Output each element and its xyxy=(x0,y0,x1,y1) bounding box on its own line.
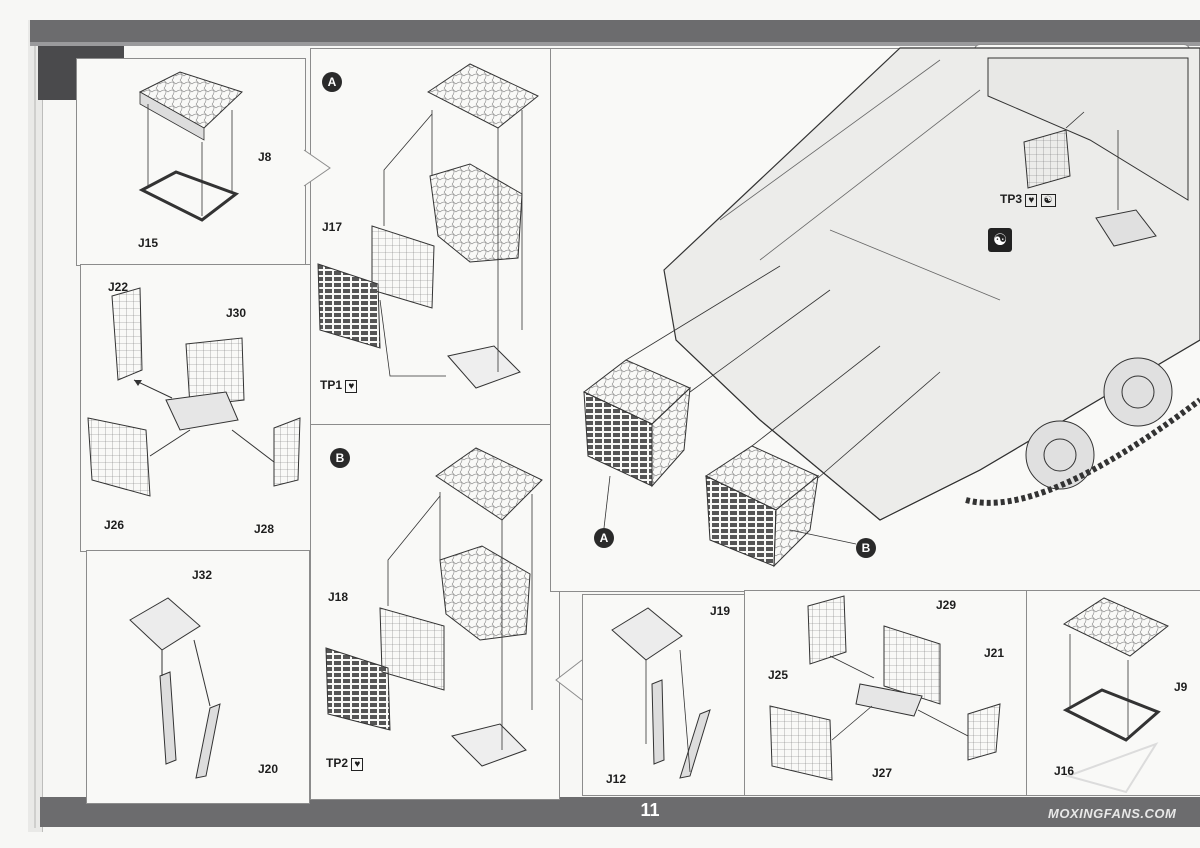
label-j8: J8 xyxy=(258,150,272,164)
label-j27: J27 xyxy=(872,766,893,780)
callout-a-main: A xyxy=(594,528,614,548)
callout-b-top: B xyxy=(330,448,350,468)
glue-icon: ☯ xyxy=(1040,194,1056,207)
label-j25: J25 xyxy=(768,668,789,682)
panel-j32-j20 xyxy=(86,550,310,804)
callout-a-top: A xyxy=(322,72,342,92)
page-number: 11 xyxy=(640,799,660,820)
storage-box-a xyxy=(583,359,691,488)
top-band xyxy=(30,20,1200,46)
label-tp3: TP3 ♥ ☯ xyxy=(1000,192,1056,207)
label-j28: J28 xyxy=(254,522,275,536)
label-j19: J19 xyxy=(710,604,731,618)
label-tp1: TP1 ♥ xyxy=(320,378,358,393)
label-tp2: TP2 ♥ xyxy=(326,756,364,771)
part-j8-cover xyxy=(138,71,243,141)
photo-etch-icon: ♥ xyxy=(351,758,364,771)
photo-etch-icon: ♥ xyxy=(1025,194,1038,207)
label-j32: J32 xyxy=(192,568,213,582)
label-j26: J26 xyxy=(104,518,125,532)
photo-etch-icon: ♥ xyxy=(345,380,358,393)
paper-plane-icon xyxy=(1064,742,1159,794)
label-j29: J29 xyxy=(936,598,957,612)
label-j22: J22 xyxy=(108,280,129,294)
label-j17: J17 xyxy=(322,220,343,234)
label-j16: J16 xyxy=(1054,764,1075,778)
callout-b-main: B xyxy=(856,538,876,558)
label-j30: J30 xyxy=(226,306,247,320)
storage-box-b xyxy=(704,445,819,568)
watermark-text: MOXINGFANS.COM xyxy=(1048,806,1177,821)
label-j15: J15 xyxy=(138,236,159,250)
label-j9: J9 xyxy=(1174,680,1188,694)
label-j18: J18 xyxy=(328,590,349,604)
label-j12: J12 xyxy=(606,772,627,786)
label-j20: J20 xyxy=(258,762,279,776)
yin-yang-icon: ☯ xyxy=(988,228,1012,252)
part-j15-frame xyxy=(138,170,240,222)
page-edge-line xyxy=(34,22,36,828)
label-j21: J21 xyxy=(984,646,1005,660)
